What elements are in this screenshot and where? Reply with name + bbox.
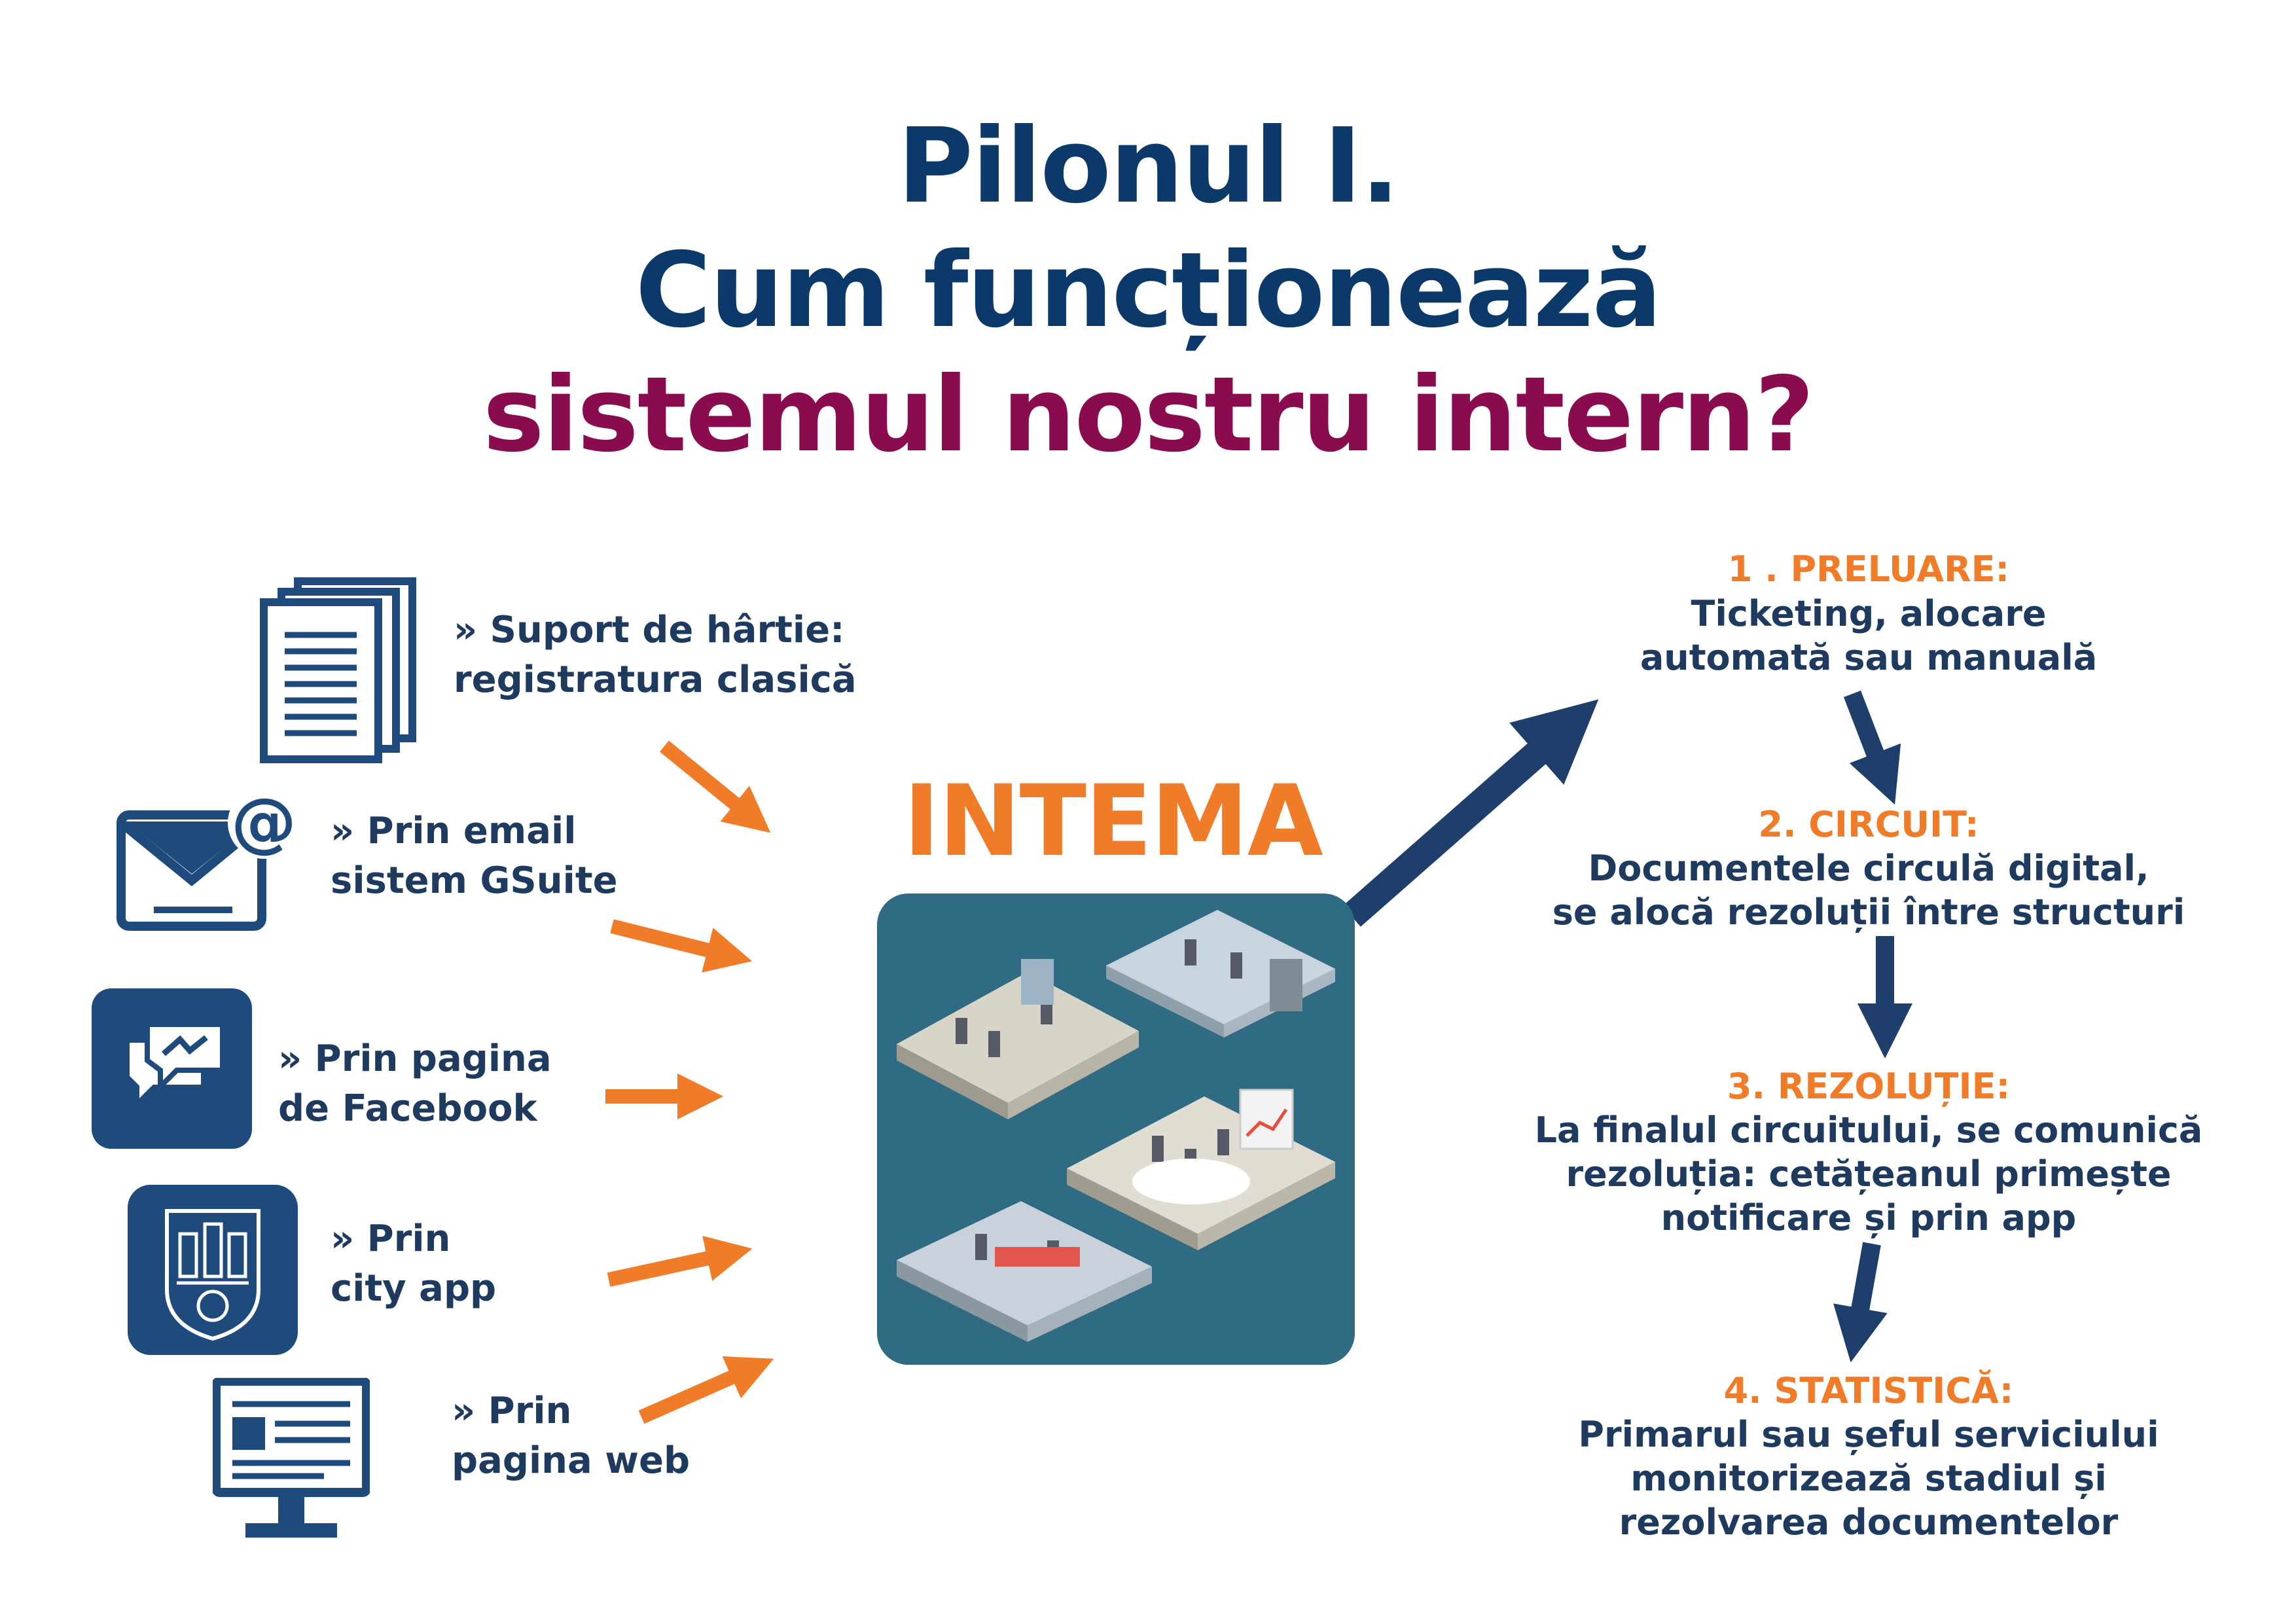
arrow-source-2 bbox=[610, 919, 753, 973]
step-2-line-2: se alocă rezoluții între structuri bbox=[1552, 892, 2185, 933]
messenger-icon bbox=[92, 988, 252, 1149]
arrow-source-4 bbox=[607, 1236, 753, 1287]
arrow-step-3-4 bbox=[1833, 1242, 1888, 1363]
arrow-output bbox=[1342, 699, 1599, 927]
step-4-line-3: rezolvarea documentelor bbox=[1619, 1502, 2119, 1543]
document-stack-icon bbox=[260, 577, 416, 763]
source-paper-line1: » Suport de hârtie: bbox=[454, 609, 845, 651]
source-city-app: » Prin city app bbox=[331, 1214, 496, 1314]
step-4-title: 4. STATISTICĂ: bbox=[1723, 1370, 2014, 1411]
step-4-line-2: monitorizează stadiul și bbox=[1630, 1458, 2107, 1499]
office-illustration bbox=[877, 893, 1355, 1365]
intema-label: INTEMA bbox=[903, 765, 1323, 878]
source-web-line2: pagina web bbox=[452, 1439, 691, 1482]
isometric-office-illustration bbox=[897, 910, 1335, 1342]
city-crest-icon bbox=[128, 1185, 298, 1355]
step-2-title: 2. CIRCUIT: bbox=[1758, 804, 1979, 845]
source-email-line1: » Prin email bbox=[331, 810, 577, 852]
source-facebook: » Prin pagina de Facebook bbox=[278, 1034, 552, 1134]
step-1-line-1: Ticketing, alocare bbox=[1691, 593, 2047, 634]
arrow-source-5 bbox=[638, 1356, 774, 1424]
svg-text:@: @ bbox=[231, 784, 296, 860]
source-paper-line2: registratura clasică bbox=[454, 659, 857, 701]
title-line-2: Cum funcționează bbox=[635, 230, 1662, 351]
step-1-title: 1 . PRELUARE: bbox=[1727, 549, 2010, 590]
source-web-line1: » Prin bbox=[452, 1390, 572, 1432]
step-4-line-1: Primarul sau șeful serviciului bbox=[1578, 1414, 2159, 1455]
step-3-line-1: La finalul circuitului, se comunică bbox=[1534, 1110, 2203, 1151]
source-facebook-line1: » Prin pagina bbox=[278, 1038, 552, 1080]
source-facebook-line2: de Facebook bbox=[278, 1087, 537, 1130]
source-email: » Prin email sistem GSuite bbox=[331, 806, 618, 906]
source-city-app-line2: city app bbox=[331, 1267, 497, 1310]
arrow-source-1 bbox=[660, 740, 771, 833]
title-line-3: sistemul nostru intern? bbox=[482, 355, 1815, 475]
email-icon: @ bbox=[117, 784, 300, 931]
step-3-line-2: rezoluția: cetățeanul primește bbox=[1566, 1153, 2172, 1195]
source-email-line2: sistem GSuite bbox=[331, 859, 618, 902]
monitor-icon bbox=[213, 1378, 370, 1538]
step-3-title: 3. REZOLUȚIE: bbox=[1727, 1066, 2011, 1107]
step-1-line-2: automată sau manuală bbox=[1640, 637, 2098, 678]
title-line-1: Pilonul I. bbox=[897, 106, 1400, 226]
source-web: » Prin pagina web bbox=[452, 1386, 690, 1486]
source-paper: » Suport de hârtie: registratura clasică bbox=[454, 605, 857, 705]
arrow-step-1-2 bbox=[1843, 690, 1901, 805]
step-3-line-3: notificare și prin app bbox=[1660, 1197, 2077, 1238]
source-city-app-line1: » Prin bbox=[331, 1218, 451, 1260]
step-2-line-1: Documentele circulă digital, bbox=[1588, 848, 2149, 889]
